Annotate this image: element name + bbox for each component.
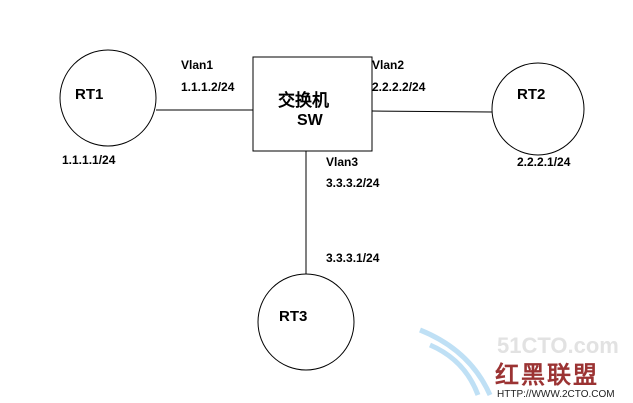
link-sw-rt2 [371, 110, 493, 113]
rt2-ip: 2.2.2.1/24 [517, 155, 571, 169]
rt1-ip: 1.1.1.1/24 [62, 153, 116, 167]
rt1-node [59, 49, 157, 147]
rt1-label: RT1 [75, 86, 104, 103]
vlan3-label: Vlan3 [326, 155, 359, 169]
rt2-node [491, 62, 585, 156]
vlan3-ip: 3.3.3.2/24 [326, 176, 380, 190]
vlan1-label: Vlan1 [181, 58, 214, 72]
switch-node [252, 56, 373, 152]
watermark-logo: 红黑联盟 [495, 362, 599, 389]
vlan2-label: Vlan2 [372, 58, 405, 72]
rt2-label: RT2 [517, 86, 546, 103]
switch-label-cn: 交换机 [278, 91, 329, 110]
watermark-url: HTTP://WWW.2CTO.COM [497, 389, 615, 400]
watermark-51cto: 51CTO.com [497, 333, 619, 358]
vlan1-ip: 1.1.1.2/24 [181, 80, 235, 94]
watermark-wing [419, 327, 493, 397]
switch-label-en: SW [297, 112, 323, 129]
rt3-label: RT3 [279, 308, 308, 325]
vlan2-ip: 2.2.2.2/24 [372, 80, 426, 94]
rt3-ip: 3.3.3.1/24 [326, 251, 380, 265]
